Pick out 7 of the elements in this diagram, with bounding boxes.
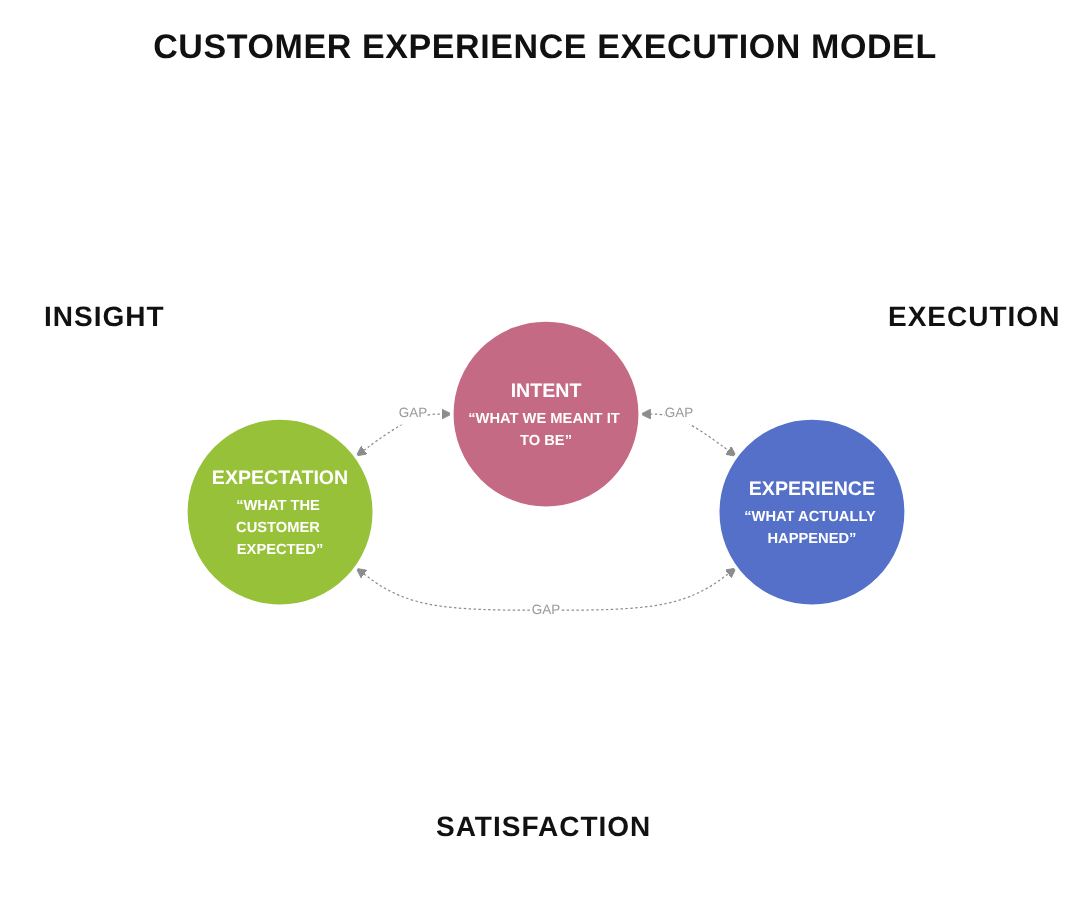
ring-label: EXECUTION [888,300,1061,332]
diagram-title: CUSTOMER EXPERIENCE EXECUTION MODEL [151,28,939,68]
arrow [640,408,737,457]
arrow [355,567,737,611]
ring-label: SATISFACTION [436,810,652,842]
arrow [355,408,453,457]
ring-label: INSIGHT [44,300,165,332]
